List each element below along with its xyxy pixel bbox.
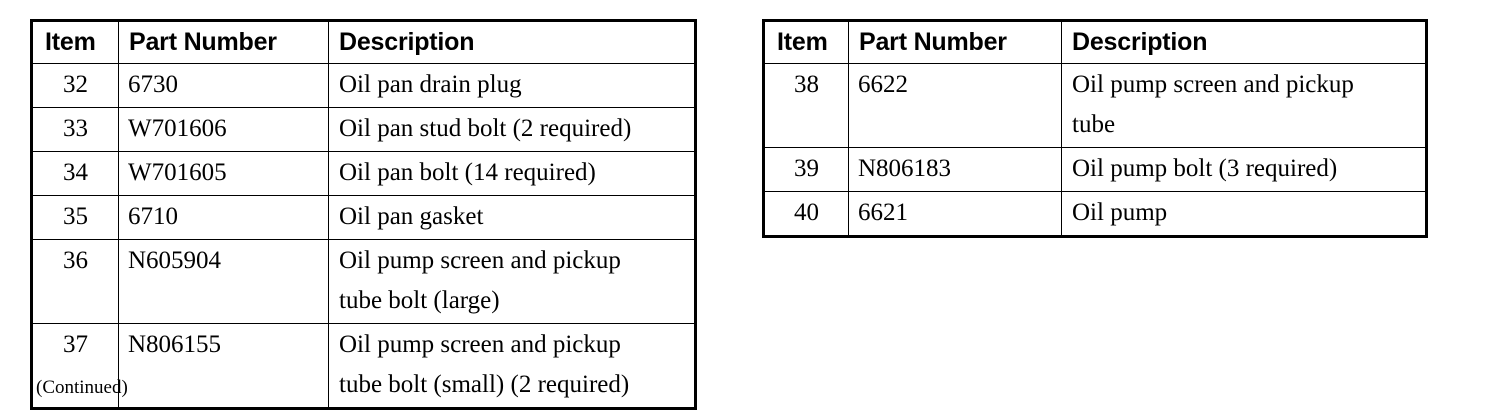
cell-item: 36	[31, 239, 119, 324]
parts-table-left: Item Part Number Description 32 6730 Oil…	[30, 19, 697, 410]
description-line: Oil pump	[1072, 199, 1168, 226]
table-row: 40 6621 Oil pump	[763, 191, 1427, 237]
cell-part-number: N806183	[848, 147, 1062, 192]
table-left-body: 32 6730 Oil pan drain plug 33 W701606 Oi…	[31, 63, 696, 409]
cell-part-number: N605904	[118, 239, 329, 324]
column-header-description: Description	[1061, 20, 1427, 64]
cell-part-number: 6710	[118, 195, 329, 240]
description-line: Oil pump screen and pickup	[339, 331, 621, 358]
cell-item: 34	[31, 151, 119, 196]
description-line: tube	[1072, 111, 1116, 138]
cell-item: 37	[31, 323, 119, 409]
cell-item: 32	[31, 63, 119, 108]
description-line: Oil pump screen and pickup	[1072, 71, 1354, 98]
cell-description: Oil pan stud bolt (2 required)	[328, 107, 696, 152]
table-row: 37 N806155 Oil pump screen and pickup tu…	[31, 323, 696, 409]
column-header-description: Description	[328, 20, 696, 64]
cell-description: Oil pump screen and pickup tube	[1061, 63, 1427, 148]
description-line: Oil pump bolt (3 required)	[1072, 155, 1338, 182]
cell-part-number: W701605	[118, 151, 329, 196]
cell-description: Oil pump screen and pickup tube bolt (sm…	[328, 323, 696, 409]
cell-description: Oil pump bolt (3 required)	[1061, 147, 1427, 192]
cell-item: 38	[763, 63, 849, 148]
table-row: 33 W701606 Oil pan stud bolt (2 required…	[31, 107, 696, 152]
table-row: 36 N605904 Oil pump screen and pickup tu…	[31, 239, 696, 324]
table-left-header: Item Part Number Description	[31, 20, 696, 64]
column-header-item: Item	[31, 20, 119, 64]
cell-part-number: N806155	[118, 323, 329, 409]
column-header-part-number: Part Number	[118, 20, 329, 64]
description-line: Oil pan drain plug	[339, 71, 522, 98]
cell-part-number: W701606	[118, 107, 329, 152]
description-line: tube bolt (large)	[339, 287, 500, 314]
cell-description: Oil pan drain plug	[328, 63, 696, 108]
column-header-part-number: Part Number	[848, 20, 1062, 64]
table-right-header: Item Part Number Description	[763, 20, 1427, 64]
cell-description: Oil pan gasket	[328, 195, 696, 240]
description-line: Oil pan gasket	[339, 203, 484, 230]
cell-part-number: 6730	[118, 63, 329, 108]
table-row: 35 6710 Oil pan gasket	[31, 195, 696, 240]
description-line: Oil pan bolt (14 required)	[339, 159, 596, 186]
continued-note: (Continued)	[36, 377, 128, 398]
table-header-row: Item Part Number Description	[763, 20, 1427, 64]
cell-item: 33	[31, 107, 119, 152]
cell-item: 40	[763, 191, 849, 237]
cell-item: 39	[763, 147, 849, 192]
cell-part-number: 6621	[848, 191, 1062, 237]
cell-description: Oil pump	[1061, 191, 1427, 237]
description-line: tube bolt (small) (2 required)	[339, 371, 630, 398]
table-row: 34 W701605 Oil pan bolt (14 required)	[31, 151, 696, 196]
column-header-item: Item	[763, 20, 849, 64]
table-right-body: 38 6622 Oil pump screen and pickup tube …	[763, 63, 1427, 237]
table-header-row: Item Part Number Description	[31, 20, 696, 64]
table-row: 39 N806183 Oil pump bolt (3 required)	[763, 147, 1427, 192]
description-line: Oil pan stud bolt (2 required)	[339, 115, 632, 142]
cell-description: Oil pump screen and pickup tube bolt (la…	[328, 239, 696, 324]
cell-part-number: 6622	[848, 63, 1062, 148]
table-row: 32 6730 Oil pan drain plug	[31, 63, 696, 108]
table-row: 38 6622 Oil pump screen and pickup tube	[763, 63, 1427, 148]
cell-description: Oil pan bolt (14 required)	[328, 151, 696, 196]
parts-table-right: Item Part Number Description 38 6622 Oil…	[762, 19, 1428, 238]
description-line: Oil pump screen and pickup	[339, 247, 621, 274]
cell-item: 35	[31, 195, 119, 240]
